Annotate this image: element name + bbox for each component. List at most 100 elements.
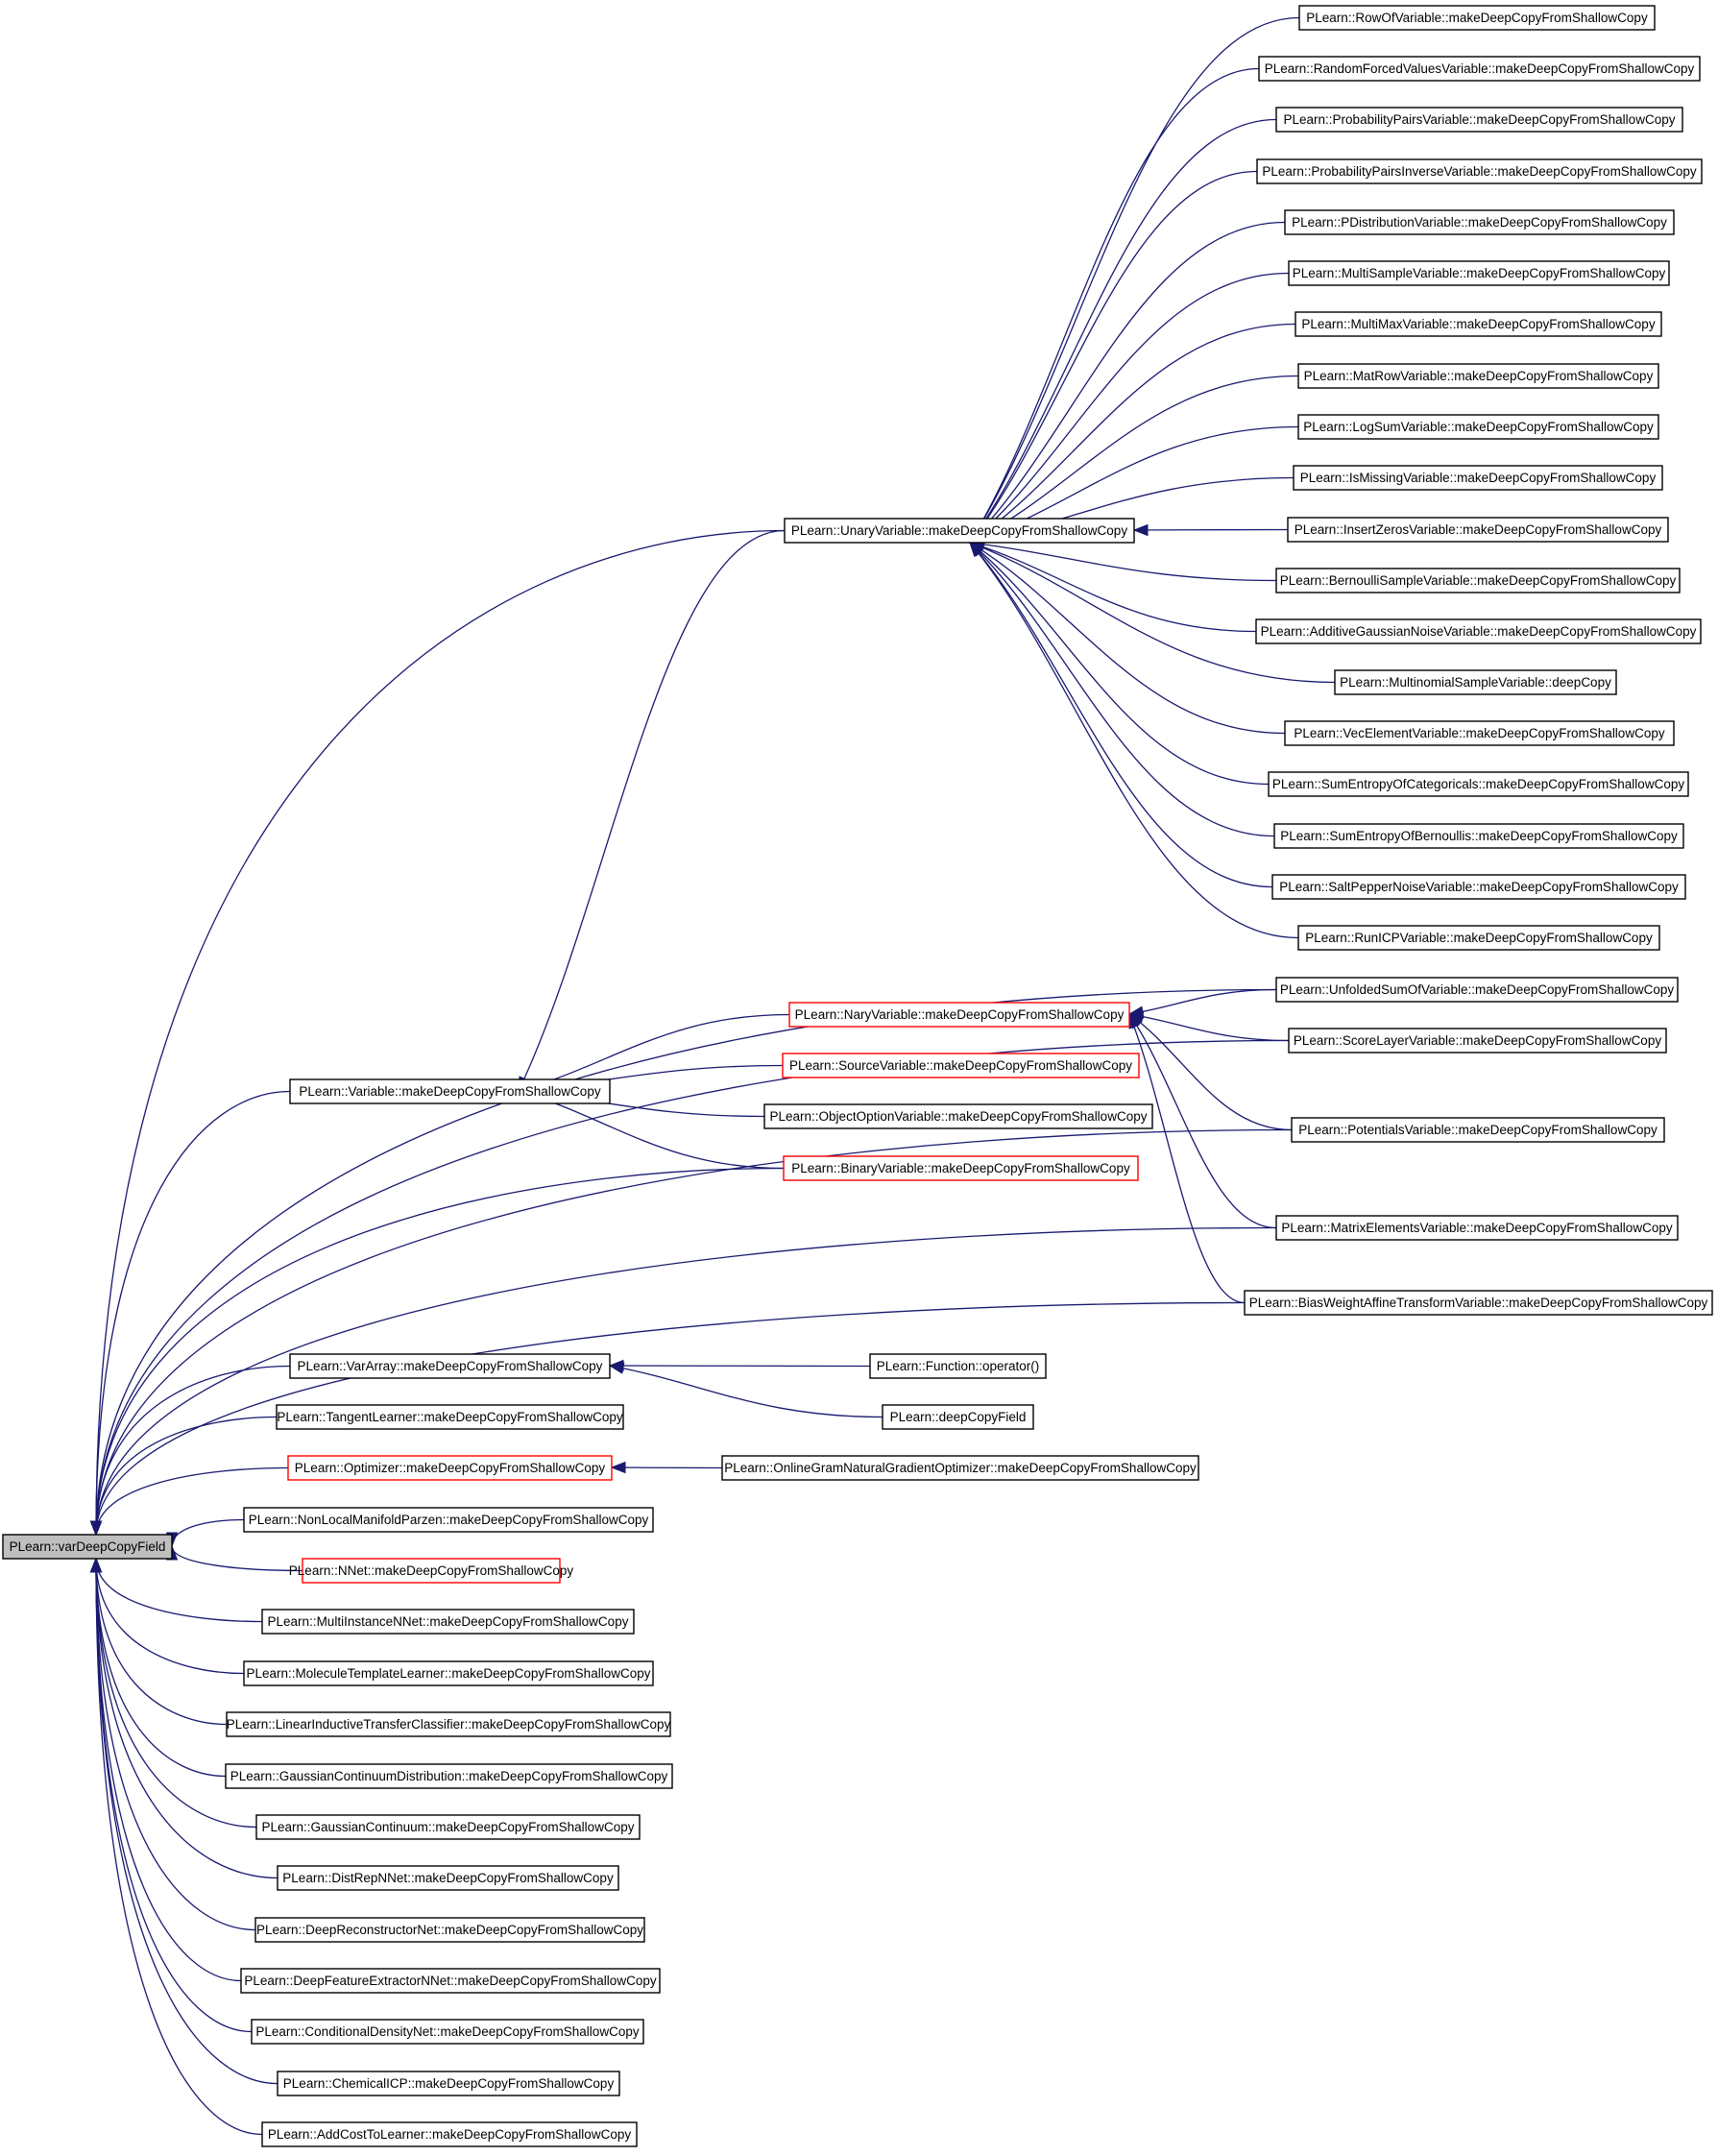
node-randforced[interactable]: PLearn::RandomForcedValuesVariable::make… — [1258, 56, 1701, 82]
node-addcost[interactable]: PLearn::AddCostToLearner::makeDeepCopyFr… — [261, 2121, 638, 2147]
node-onlinegram[interactable]: PLearn::OnlineGramNaturalGradientOptimiz… — [721, 1455, 1199, 1481]
node-addgauss[interactable]: PLearn::AdditiveGaussianNoiseVariable::m… — [1255, 618, 1702, 644]
node-sumentber[interactable]: PLearn::SumEntropyOfBernoullis::makeDeep… — [1273, 823, 1684, 849]
node-box[interactable] — [251, 2019, 644, 2045]
node-nnet[interactable]: PLearn::NNet::makeDeepCopyFromShallowCop… — [289, 1558, 574, 1584]
node-potentials[interactable]: PLearn::PotentialsVariable::makeDeepCopy… — [1291, 1117, 1665, 1143]
node-box[interactable] — [784, 518, 1135, 544]
node-box[interactable] — [1273, 823, 1684, 849]
node-rowof[interactable]: PLearn::RowOfVariable::makeDeepCopyFromS… — [1298, 5, 1656, 31]
node-box[interactable] — [255, 1814, 641, 1840]
node-box[interactable] — [783, 1155, 1139, 1181]
node-box[interactable] — [1275, 977, 1679, 1003]
node-box[interactable] — [261, 1609, 635, 1635]
node-box[interactable] — [276, 1404, 624, 1430]
node-box[interactable] — [240, 1968, 661, 1994]
node-multiinst[interactable]: PLearn::MultiInstanceNNet::makeDeepCopyF… — [261, 1609, 635, 1635]
node-box[interactable] — [1284, 720, 1675, 746]
node-probpairsinv[interactable]: PLearn::ProbabilityPairsInverseVariable:… — [1256, 158, 1703, 184]
node-linearind[interactable]: PLearn::LinearInductiveTransferClassifie… — [226, 1711, 671, 1737]
node-bernoulli[interactable]: PLearn::BernoulliSampleVariable::makeDee… — [1275, 568, 1681, 594]
node-biasweight[interactable]: PLearn::BiasWeightAffineTransformVariabl… — [1244, 1290, 1713, 1316]
node-pdist[interactable]: PLearn::PDistributionVariable::makeDeepC… — [1284, 209, 1675, 235]
node-distrep[interactable]: PLearn::DistRepNNet::makeDeepCopyFromSha… — [277, 1865, 619, 1891]
node-multinomial[interactable]: PLearn::MultinomialSampleVariable::deepC… — [1334, 669, 1617, 695]
node-optimizer[interactable]: PLearn::Optimizer::makeDeepCopyFromShall… — [287, 1455, 613, 1481]
node-deepfeat[interactable]: PLearn::DeepFeatureExtractorNNet::makeDe… — [240, 1968, 661, 1994]
node-box[interactable] — [1255, 618, 1702, 644]
node-vecelem[interactable]: PLearn::VecElementVariable::makeDeepCopy… — [1284, 720, 1675, 746]
node-sumentcat[interactable]: PLearn::SumEntropyOfCategoricals::makeDe… — [1268, 771, 1689, 797]
node-molecule[interactable]: PLearn::MoleculeTemplateLearner::makeDee… — [243, 1660, 654, 1686]
node-box[interactable] — [254, 1917, 645, 1943]
node-box[interactable] — [243, 1507, 654, 1533]
node-source[interactable]: PLearn::SourceVariable::makeDeepCopyFrom… — [782, 1053, 1140, 1078]
node-box[interactable] — [1275, 568, 1681, 594]
node-matrixelem[interactable]: PLearn::MatrixElementsVariable::makeDeep… — [1275, 1215, 1679, 1241]
node-deeprecon[interactable]: PLearn::DeepReconstructorNet::makeDeepCo… — [254, 1917, 645, 1943]
node-box[interactable] — [1288, 260, 1670, 286]
node-box[interactable] — [1258, 56, 1701, 82]
node-box[interactable] — [2, 1534, 173, 1560]
node-matrow[interactable]: PLearn::MatRowVariable::makeDeepCopyFrom… — [1297, 363, 1659, 389]
node-saltpepper[interactable]: PLearn::SaltPepperNoiseVariable::makeDee… — [1271, 874, 1686, 900]
node-box[interactable] — [289, 1353, 611, 1379]
node-gausscontdist[interactable]: PLearn::GaussianContinuumDistribution::m… — [225, 1763, 673, 1789]
node-box[interactable] — [721, 1455, 1199, 1481]
node-box[interactable] — [1284, 209, 1675, 235]
node-box[interactable] — [1297, 925, 1660, 951]
node-root[interactable]: PLearn::varDeepCopyField — [2, 1534, 173, 1560]
node-conddens[interactable]: PLearn::ConditionalDensityNet::makeDeepC… — [251, 2019, 644, 2045]
node-box[interactable] — [1297, 363, 1659, 389]
node-box[interactable] — [1298, 5, 1656, 31]
node-multisample[interactable]: PLearn::MultiSampleVariable::makeDeepCop… — [1288, 260, 1670, 286]
node-gausscont[interactable]: PLearn::GaussianContinuum::makeDeepCopyF… — [255, 1814, 641, 1840]
node-box[interactable] — [1287, 517, 1669, 543]
node-deepcopyfield[interactable]: PLearn::deepCopyField — [882, 1404, 1034, 1430]
node-box[interactable] — [1334, 669, 1617, 695]
node-vararray[interactable]: PLearn::VarArray::makeDeepCopyFromShallo… — [289, 1353, 611, 1379]
node-box[interactable] — [302, 1558, 561, 1584]
node-variable[interactable]: PLearn::Variable::makeDeepCopyFromShallo… — [289, 1078, 611, 1104]
node-box[interactable] — [1275, 1215, 1679, 1241]
node-box[interactable] — [225, 1763, 673, 1789]
node-box[interactable] — [1295, 311, 1662, 337]
node-box[interactable] — [1291, 1117, 1665, 1143]
node-chemicalicp[interactable]: PLearn::ChemicalICP::makeDeepCopyFromSha… — [277, 2071, 620, 2096]
node-box[interactable] — [1297, 414, 1659, 440]
node-box[interactable] — [289, 1078, 611, 1104]
node-ismissing[interactable]: PLearn::IsMissingVariable::makeDeepCopyF… — [1293, 465, 1663, 491]
node-runicp[interactable]: PLearn::RunICPVariable::makeDeepCopyFrom… — [1297, 925, 1660, 951]
node-box[interactable] — [763, 1103, 1153, 1129]
node-box[interactable] — [1268, 771, 1689, 797]
node-unfolded[interactable]: PLearn::UnfoldedSumOfVariable::makeDeepC… — [1275, 977, 1679, 1003]
node-box[interactable] — [788, 1002, 1130, 1028]
node-nonlocal[interactable]: PLearn::NonLocalManifoldParzen::makeDeep… — [243, 1507, 654, 1533]
node-probpairs[interactable]: PLearn::ProbabilityPairsVariable::makeDe… — [1275, 107, 1683, 133]
node-objopt[interactable]: PLearn::ObjectOptionVariable::makeDeepCo… — [763, 1103, 1153, 1129]
node-scorelayer[interactable]: PLearn::ScoreLayerVariable::makeDeepCopy… — [1288, 1028, 1667, 1054]
node-box[interactable] — [869, 1353, 1047, 1379]
node-insertzeros[interactable]: PLearn::InsertZerosVariable::makeDeepCop… — [1287, 517, 1669, 543]
node-binary[interactable]: PLearn::BinaryVariable::makeDeepCopyFrom… — [783, 1155, 1139, 1181]
node-nary[interactable]: PLearn::NaryVariable::makeDeepCopyFromSh… — [788, 1002, 1130, 1028]
node-box[interactable] — [1293, 465, 1663, 491]
node-logsum[interactable]: PLearn::LogSumVariable::makeDeepCopyFrom… — [1297, 414, 1659, 440]
node-funcop[interactable]: PLearn::Function::operator() — [869, 1353, 1047, 1379]
node-box[interactable] — [226, 1711, 671, 1737]
node-tangent[interactable]: PLearn::TangentLearner::makeDeepCopyFrom… — [276, 1404, 624, 1430]
node-box[interactable] — [782, 1053, 1140, 1078]
node-box[interactable] — [1244, 1290, 1713, 1316]
node-box[interactable] — [882, 1404, 1034, 1430]
node-unary[interactable]: PLearn::UnaryVariable::makeDeepCopyFromS… — [784, 518, 1135, 544]
node-box[interactable] — [1256, 158, 1703, 184]
node-box[interactable] — [287, 1455, 613, 1481]
node-box[interactable] — [277, 2071, 620, 2096]
node-box[interactable] — [277, 1865, 619, 1891]
node-box[interactable] — [243, 1660, 654, 1686]
node-box[interactable] — [261, 2121, 638, 2147]
node-box[interactable] — [1275, 107, 1683, 133]
node-box[interactable] — [1288, 1028, 1667, 1054]
node-multimax[interactable]: PLearn::MultiMaxVariable::makeDeepCopyFr… — [1295, 311, 1662, 337]
node-box[interactable] — [1271, 874, 1686, 900]
